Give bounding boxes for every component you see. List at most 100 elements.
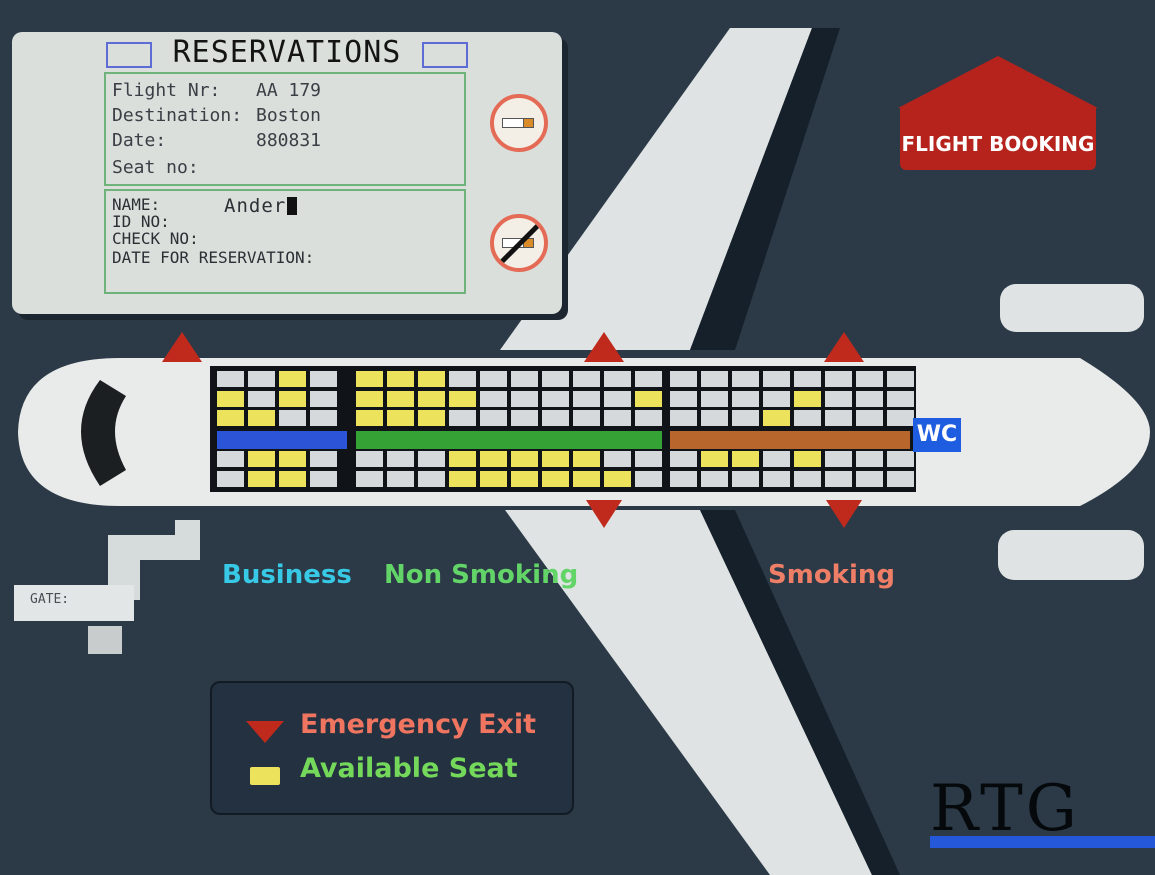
seat-available-smoking-1-4[interactable]	[794, 391, 821, 407]
seat-taken-smoking-1-5[interactable]	[825, 391, 852, 407]
seat-taken-nonsmoking-1-5[interactable]	[511, 391, 538, 407]
seat-taken-nonsmoking-3-0[interactable]	[356, 451, 383, 467]
seat-taken-smoking-2-4[interactable]	[794, 410, 821, 426]
seat-taken-smoking-2-0[interactable]	[670, 410, 697, 426]
seat-taken-nonsmoking-2-9[interactable]	[635, 410, 662, 426]
seat-available-business-3-1[interactable]	[248, 451, 275, 467]
seat-taken-nonsmoking-0-6[interactable]	[542, 371, 569, 387]
seat-taken-nonsmoking-2-4[interactable]	[480, 410, 507, 426]
seat-taken-nonsmoking-0-4[interactable]	[480, 371, 507, 387]
seat-available-nonsmoking-1-3[interactable]	[449, 391, 476, 407]
seat-available-business-3-2[interactable]	[279, 451, 306, 467]
seat-available-smoking-3-4[interactable]	[794, 451, 821, 467]
seat-taken-business-0-3[interactable]	[310, 371, 337, 387]
seat-taken-smoking-2-2[interactable]	[732, 410, 759, 426]
seat-taken-business-4-3[interactable]	[310, 471, 337, 487]
seat-taken-smoking-0-5[interactable]	[825, 371, 852, 387]
seat-taken-business-3-0[interactable]	[217, 451, 244, 467]
seat-taken-smoking-3-5[interactable]	[825, 451, 852, 467]
seat-taken-smoking-4-1[interactable]	[701, 471, 728, 487]
seat-taken-business-0-0[interactable]	[217, 371, 244, 387]
seat-taken-smoking-4-6[interactable]	[856, 471, 883, 487]
seat-available-nonsmoking-1-2[interactable]	[418, 391, 445, 407]
seat-taken-smoking-0-0[interactable]	[670, 371, 697, 387]
seat-available-nonsmoking-2-1[interactable]	[387, 410, 414, 426]
seat-taken-smoking-1-3[interactable]	[763, 391, 790, 407]
seat-taken-smoking-4-7[interactable]	[887, 471, 914, 487]
seat-available-business-1-2[interactable]	[279, 391, 306, 407]
seat-taken-nonsmoking-1-7[interactable]	[573, 391, 600, 407]
seat-available-nonsmoking-3-4[interactable]	[480, 451, 507, 467]
seat-taken-business-0-1[interactable]	[248, 371, 275, 387]
seat-taken-nonsmoking-2-7[interactable]	[573, 410, 600, 426]
seat-taken-smoking-0-4[interactable]	[794, 371, 821, 387]
seat-taken-smoking-0-6[interactable]	[856, 371, 883, 387]
seat-taken-nonsmoking-2-5[interactable]	[511, 410, 538, 426]
seat-taken-nonsmoking-0-8[interactable]	[604, 371, 631, 387]
name-field[interactable]: Ander	[224, 195, 298, 217]
seat-taken-nonsmoking-3-9[interactable]	[635, 451, 662, 467]
seat-taken-smoking-4-0[interactable]	[670, 471, 697, 487]
seat-taken-nonsmoking-4-1[interactable]	[387, 471, 414, 487]
seat-taken-smoking-2-7[interactable]	[887, 410, 914, 426]
seat-available-nonsmoking-4-7[interactable]	[573, 471, 600, 487]
seat-taken-smoking-2-5[interactable]	[825, 410, 852, 426]
seat-taken-business-2-2[interactable]	[279, 410, 306, 426]
seat-taken-business-4-0[interactable]	[217, 471, 244, 487]
seat-taken-smoking-1-7[interactable]	[887, 391, 914, 407]
seat-taken-nonsmoking-3-1[interactable]	[387, 451, 414, 467]
seat-taken-nonsmoking-0-7[interactable]	[573, 371, 600, 387]
seat-taken-nonsmoking-3-2[interactable]	[418, 451, 445, 467]
seat-available-nonsmoking-2-2[interactable]	[418, 410, 445, 426]
seat-available-nonsmoking-2-0[interactable]	[356, 410, 383, 426]
seat-taken-nonsmoking-0-5[interactable]	[511, 371, 538, 387]
seat-taken-smoking-1-0[interactable]	[670, 391, 697, 407]
seat-taken-nonsmoking-1-6[interactable]	[542, 391, 569, 407]
seat-available-business-4-2[interactable]	[279, 471, 306, 487]
seat-taken-smoking-0-7[interactable]	[887, 371, 914, 387]
seat-taken-nonsmoking-2-6[interactable]	[542, 410, 569, 426]
seat-available-nonsmoking-1-0[interactable]	[356, 391, 383, 407]
seat-taken-business-1-3[interactable]	[310, 391, 337, 407]
seat-available-nonsmoking-4-8[interactable]	[604, 471, 631, 487]
seat-available-nonsmoking-4-5[interactable]	[511, 471, 538, 487]
seat-available-nonsmoking-3-7[interactable]	[573, 451, 600, 467]
seat-taken-smoking-0-1[interactable]	[701, 371, 728, 387]
no-smoking-icon[interactable]	[490, 214, 548, 272]
seat-available-smoking-3-2[interactable]	[732, 451, 759, 467]
seat-taken-smoking-3-6[interactable]	[856, 451, 883, 467]
flight-booking-button[interactable]: FLIGHT BOOKING	[898, 56, 1098, 170]
seat-taken-nonsmoking-0-3[interactable]	[449, 371, 476, 387]
seat-available-nonsmoking-3-6[interactable]	[542, 451, 569, 467]
smoking-icon[interactable]	[490, 94, 548, 152]
seat-available-business-0-2[interactable]	[279, 371, 306, 387]
seat-taken-nonsmoking-4-2[interactable]	[418, 471, 445, 487]
seat-taken-nonsmoking-1-8[interactable]	[604, 391, 631, 407]
seat-available-business-4-1[interactable]	[248, 471, 275, 487]
seat-taken-smoking-0-2[interactable]	[732, 371, 759, 387]
reservation-date-label[interactable]: DATE FOR RESERVATION:	[112, 248, 315, 267]
seat-taken-smoking-4-4[interactable]	[794, 471, 821, 487]
seat-taken-smoking-3-7[interactable]	[887, 451, 914, 467]
seat-taken-nonsmoking-2-8[interactable]	[604, 410, 631, 426]
seat-available-nonsmoking-0-2[interactable]	[418, 371, 445, 387]
seat-taken-nonsmoking-4-0[interactable]	[356, 471, 383, 487]
seat-available-business-1-0[interactable]	[217, 391, 244, 407]
seat-available-smoking-3-1[interactable]	[701, 451, 728, 467]
seat-taken-nonsmoking-4-9[interactable]	[635, 471, 662, 487]
seat-available-nonsmoking-4-6[interactable]	[542, 471, 569, 487]
seat-taken-business-3-3[interactable]	[310, 451, 337, 467]
seat-available-nonsmoking-0-0[interactable]	[356, 371, 383, 387]
seat-taken-smoking-1-1[interactable]	[701, 391, 728, 407]
seat-taken-smoking-2-1[interactable]	[701, 410, 728, 426]
seat-available-nonsmoking-4-4[interactable]	[480, 471, 507, 487]
seat-available-smoking-2-3[interactable]	[763, 410, 790, 426]
seat-taken-smoking-4-3[interactable]	[763, 471, 790, 487]
seat-available-nonsmoking-1-1[interactable]	[387, 391, 414, 407]
seat-taken-nonsmoking-1-4[interactable]	[480, 391, 507, 407]
seat-taken-smoking-4-5[interactable]	[825, 471, 852, 487]
seat-available-nonsmoking-3-5[interactable]	[511, 451, 538, 467]
seat-taken-smoking-3-3[interactable]	[763, 451, 790, 467]
seat-available-business-2-1[interactable]	[248, 410, 275, 426]
seat-taken-nonsmoking-3-8[interactable]	[604, 451, 631, 467]
